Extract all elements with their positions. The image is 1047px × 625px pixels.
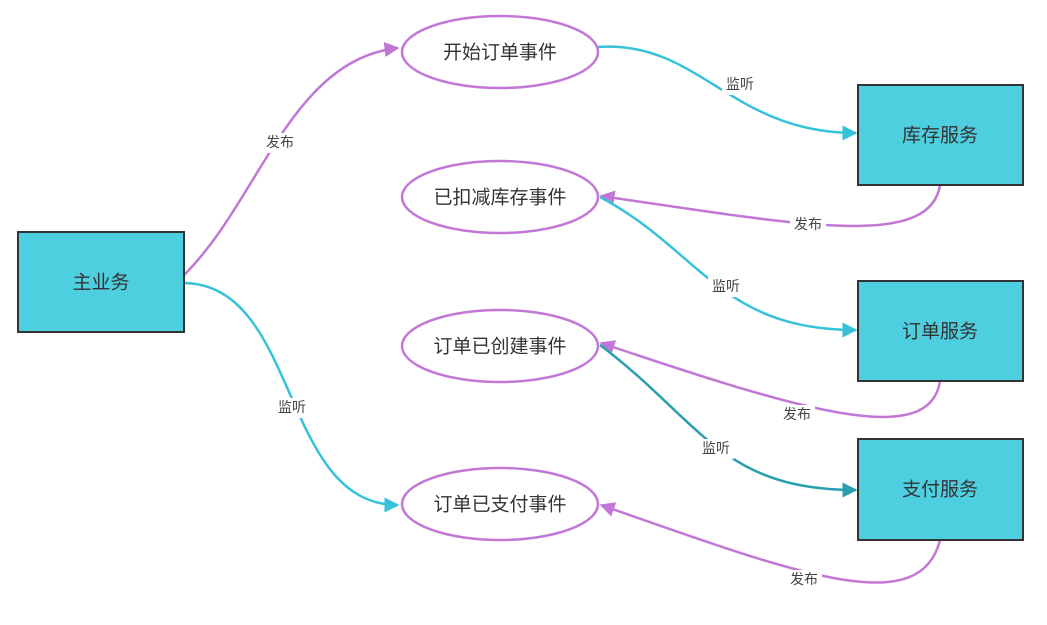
edge-created-to-payment — [599, 344, 858, 498]
node-event-inventory-deducted[interactable]: 已扣减库存事件 — [400, 159, 600, 235]
svg-text:发布: 发布 — [266, 135, 294, 151]
edge-label: 发布 — [262, 133, 298, 153]
edge-label: 监听 — [274, 398, 310, 418]
node-inventory-service[interactable]: 库存服务 — [857, 84, 1024, 186]
svg-text:订单已创建事件: 订单已创建事件 — [433, 336, 566, 358]
svg-text:监听: 监听 — [278, 400, 306, 416]
edge-label: 监听 — [708, 277, 744, 297]
svg-text:发布: 发布 — [794, 217, 822, 233]
edge-label: 监听 — [722, 75, 758, 95]
svg-text:主业务: 主业务 — [72, 272, 129, 294]
node-payment-service[interactable]: 支付服务 — [857, 438, 1024, 541]
svg-text:发布: 发布 — [790, 572, 818, 588]
edge-label: 监听 — [698, 439, 734, 459]
edge-payment-publish-paid — [599, 502, 942, 584]
edge-label: 发布 — [779, 405, 815, 425]
node-event-order-created[interactable]: 订单已创建事件 — [400, 308, 600, 384]
svg-text:库存服务: 库存服务 — [902, 125, 978, 147]
svg-text:监听: 监听 — [726, 77, 754, 93]
svg-text:订单服务: 订单服务 — [902, 321, 978, 343]
svg-text:订单已支付事件: 订单已支付事件 — [433, 494, 566, 516]
svg-text:监听: 监听 — [702, 441, 730, 457]
edge-label: 发布 — [786, 570, 822, 590]
edge-order-publish-created — [599, 340, 942, 419]
svg-text:发布: 发布 — [783, 407, 811, 423]
node-main-business[interactable]: 主业务 — [17, 231, 185, 333]
edge-main-publish-start — [183, 42, 400, 276]
node-order-service[interactable]: 订单服务 — [857, 280, 1024, 382]
svg-text:已扣减库存事件: 已扣减库存事件 — [433, 187, 566, 209]
edge-label: 发布 — [790, 215, 826, 235]
svg-text:监听: 监听 — [712, 279, 740, 295]
edge-start-to-inventory — [597, 45, 858, 141]
svg-text:支付服务: 支付服务 — [902, 479, 978, 501]
node-event-start-order[interactable]: 开始订单事件 — [400, 14, 600, 90]
edge-main-listen-paid — [183, 281, 400, 513]
node-event-order-paid[interactable]: 订单已支付事件 — [400, 466, 600, 542]
svg-text:开始订单事件: 开始订单事件 — [443, 42, 557, 64]
edge-inventory-publish-deducted — [599, 184, 942, 228]
